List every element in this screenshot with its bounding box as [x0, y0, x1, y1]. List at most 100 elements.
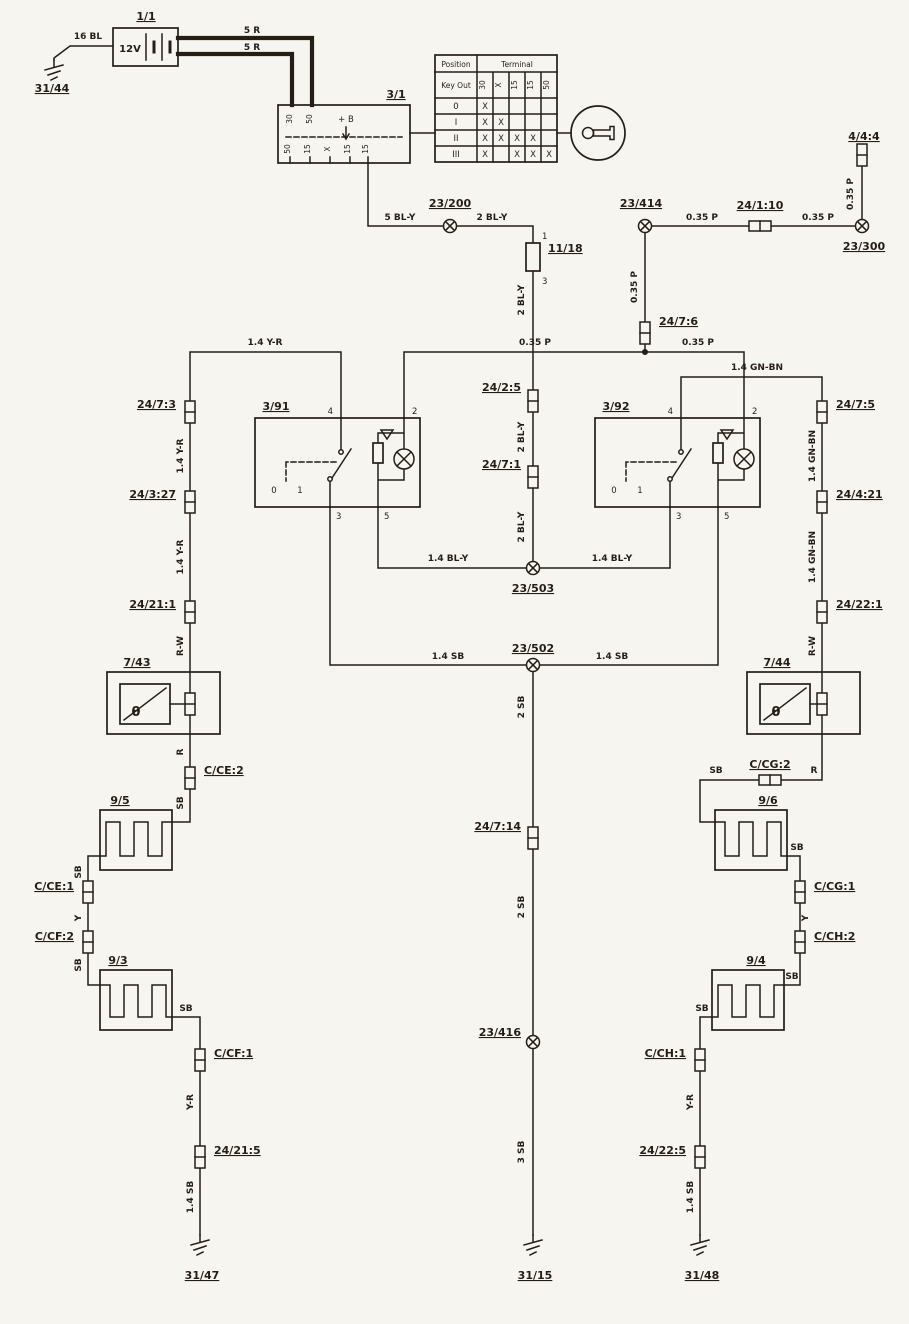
battery-box	[112, 27, 179, 67]
connector-c-ce-1-icon	[82, 880, 94, 904]
lamp-resistor-3-92	[712, 442, 724, 464]
battery-plates-short-icon	[152, 40, 172, 54]
pin-bottom-2: X	[323, 146, 332, 151]
label-23-503: 23/503	[512, 582, 554, 595]
pin-4: 4	[668, 407, 673, 417]
label-24-3-27: 24/3:27	[129, 488, 176, 501]
label-c-cf-1: C/CF:1	[214, 1047, 253, 1060]
label-23-414: 23/414	[620, 197, 663, 210]
ground-icon	[44, 59, 64, 81]
wire-label-2bly-rot1: 2 BL-Y	[517, 284, 527, 315]
heater-element-9-4-coil	[711, 984, 785, 1018]
heater-element-9-4-box	[711, 969, 785, 1031]
wire-label-035p-sw-left: 0.35 P	[519, 338, 551, 348]
pin-3: 3	[676, 512, 681, 522]
wire-label-14gnbn: 1.4 GN-BN	[731, 363, 783, 373]
label-c-cg-2: C/CG:2	[749, 758, 790, 771]
connector-c-cf-2-icon	[82, 930, 94, 954]
pin-bottom-1: 15	[303, 144, 312, 154]
wire-label-035p-sw-right: 0.35 P	[682, 338, 714, 348]
wire-label-right-w9: SB	[695, 1004, 708, 1014]
table-header-keyout: Key Out	[441, 81, 471, 90]
switch-box-3-91	[254, 417, 421, 508]
table-row-label: II	[453, 134, 458, 144]
table-header-position: Position	[441, 60, 470, 69]
wire-label-14yr: 1.4 Y-R	[248, 338, 283, 348]
pos-0: 0	[271, 486, 276, 496]
switch-linkage-3-92	[625, 461, 677, 482]
pin-2: 2	[752, 407, 757, 417]
right-chain: 24/7:5 1.4 GN-BN 24/4:21 1.4 GN-BN 24/22…	[639, 398, 882, 1282]
wire-label-left-w7: Y	[74, 914, 84, 922]
wire-left-chain-mid	[87, 855, 101, 986]
label-24-7-1: 24/7:1	[482, 458, 521, 471]
fuse-11-18	[525, 242, 541, 272]
label-3-91: 3/91	[263, 400, 290, 413]
table-col-4: 50	[542, 80, 551, 90]
lamp-resistor-3-91	[372, 442, 384, 464]
wire-5r-a	[175, 35, 315, 108]
label-24-22-1: 24/22:1	[836, 598, 883, 611]
wire-label-035p-left: 0.35 P	[686, 213, 718, 223]
label-3-92: 3/92	[603, 400, 630, 413]
label-c-ch-2: C/CH:2	[814, 930, 855, 943]
wire-label-2bly-rot3: 2 BL-Y	[517, 511, 527, 542]
table-grid	[434, 54, 558, 163]
wire-5r-b	[175, 51, 295, 108]
indicator-lamp-icon	[393, 448, 415, 470]
pin-top-1: 50	[305, 114, 314, 124]
connector-4-4-4-icon	[856, 143, 868, 167]
table-mark: X	[514, 150, 520, 160]
wire-label-right-w1: 1.4 GN-BN	[808, 430, 818, 482]
wire-label-3sb-rot: 3 SB	[517, 1140, 527, 1163]
wire-label-035p-right: 0.35 P	[802, 213, 834, 223]
battery-1-1: 1/1 12V 16 BL 5 R 5 R	[74, 10, 260, 67]
splice-23-414-icon	[637, 218, 653, 234]
pin-bottom-0: 50	[283, 144, 292, 154]
wire-right-chain-mid	[783, 855, 801, 986]
label-24-7-6: 24/7:6	[659, 315, 698, 328]
table-header-terminal: Terminal	[500, 60, 533, 69]
wire-label-right-w3: R-W	[808, 636, 818, 656]
table-row-label: 0	[453, 102, 458, 112]
ignition-key-icon	[570, 105, 626, 161]
connector-c-ce-2-icon	[184, 766, 196, 790]
wire-lamp-bly	[377, 506, 671, 569]
indicator-lamp-icon	[733, 448, 755, 470]
wire-label-right-w6: SB	[790, 843, 803, 853]
thermostat-connector-icon	[816, 692, 828, 716]
splice-23-200-icon	[442, 218, 458, 234]
wire-label-right-w11: 1.4 SB	[686, 1181, 696, 1214]
table-col-3: 15	[526, 80, 535, 90]
seat-switch-3-91: 3/91 4 2 3 5 0 1	[254, 400, 421, 522]
wire-label-2sb-rot1: 2 SB	[517, 695, 527, 718]
connector-24-21-5-icon	[194, 1145, 206, 1169]
label-24-21-1: 24/21:1	[129, 598, 176, 611]
wire-label-5r-b: 5 R	[244, 43, 260, 53]
label-24-7-3: 24/7:3	[137, 398, 176, 411]
seat-switch-3-92: 3/92 4 2 3 5 0 1	[594, 400, 761, 522]
wire-label-14bly-left: 1.4 BL-Y	[428, 554, 469, 564]
battery-plates-icon	[145, 33, 163, 61]
wire-battery-ground	[53, 45, 114, 61]
wire-label-right-w4: R	[811, 766, 818, 776]
wire-label-5r-a: 5 R	[244, 26, 260, 36]
table-mark: X	[482, 118, 488, 128]
label-9-5: 9/5	[110, 794, 129, 807]
label-9-6: 9/6	[758, 794, 778, 807]
label-battery-voltage: 12V	[119, 44, 141, 55]
splice-23-503-icon	[525, 560, 541, 576]
label-23-416: 23/416	[479, 1026, 522, 1039]
wire-label-2bly-rot2: 2 BL-Y	[517, 421, 527, 452]
pin-3: 3	[336, 512, 341, 522]
thermostat-7-44-box	[746, 671, 861, 735]
theta-symbol: θ	[772, 705, 781, 720]
wire-label-2sb-rot2: 2 SB	[517, 895, 527, 918]
connector-24-7-6-icon	[639, 321, 651, 345]
pin-5: 5	[724, 512, 729, 522]
pin-bottom-3: 15	[343, 144, 352, 154]
wire-label-right-w5: SB	[709, 766, 722, 776]
ground-icon	[523, 1234, 543, 1256]
table-row-label: I	[455, 118, 458, 128]
